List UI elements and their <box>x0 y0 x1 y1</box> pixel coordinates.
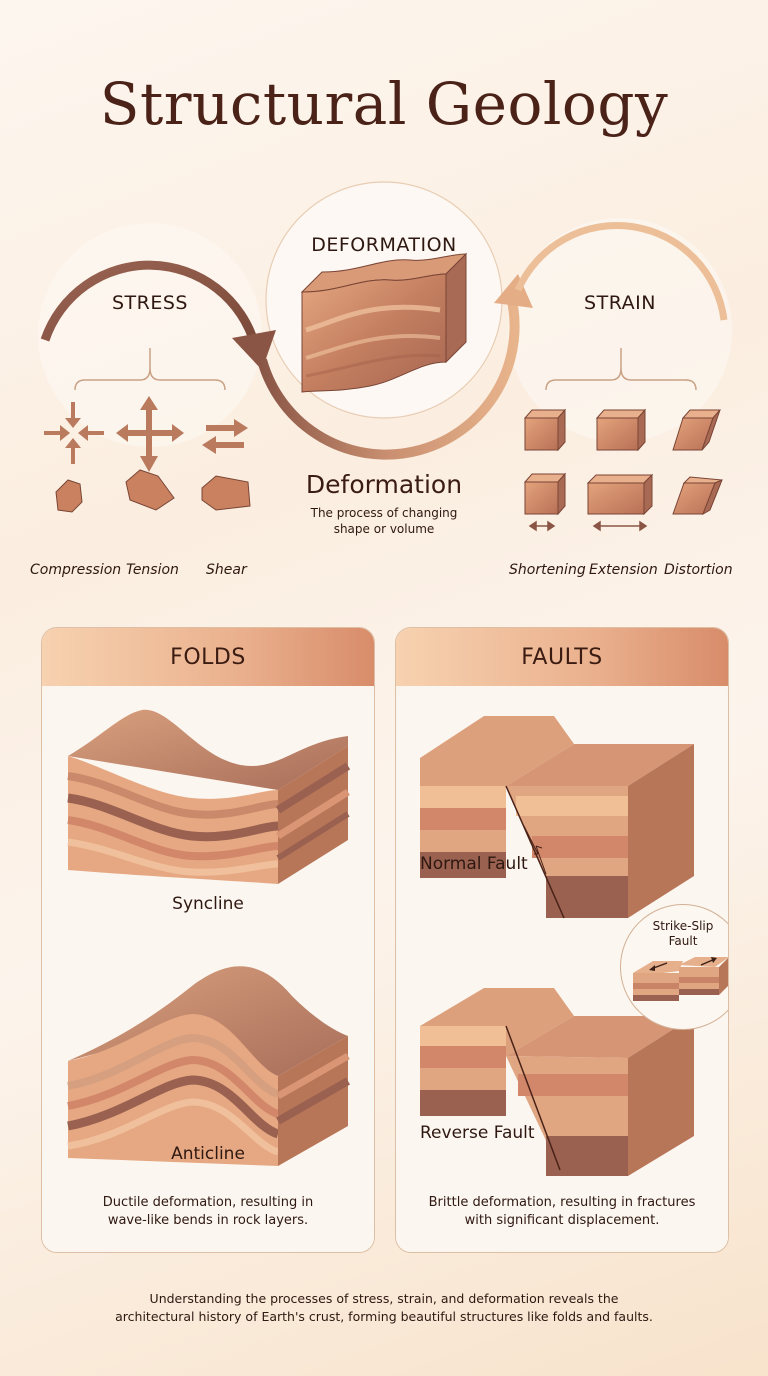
strain-blocks-icon <box>523 408 723 516</box>
folds-panel: FOLDS <box>41 627 375 1253</box>
reverse-fault-label: Reverse Fault <box>420 1123 535 1143</box>
strain-type-extension: Extension <box>589 562 658 578</box>
fault-diagrams <box>420 716 694 1176</box>
fold-diagrams <box>67 709 351 1166</box>
syncline-label: Syncline <box>172 894 244 914</box>
reverse-fault-diagram <box>420 988 694 1176</box>
strike-slip-diagram <box>633 957 728 1001</box>
deformation-heading: Deformation <box>305 470 463 499</box>
folds-description-2: wave-like bends in rock layers. <box>107 1213 309 1228</box>
normal-fault-label: Normal Fault <box>420 854 528 874</box>
deformation-cycle-diagram <box>38 181 732 532</box>
stress-type-compression: Compression <box>30 562 122 578</box>
strike-slip-label-2: Fault <box>668 934 698 948</box>
tension-arrows-icon <box>116 396 184 472</box>
faults-header: FAULTS <box>396 628 728 686</box>
deformation-description-2: shape or volume <box>333 522 435 536</box>
deformation-label: DEFORMATION <box>311 234 457 256</box>
strike-slip-label-1: Strike-Slip <box>652 919 714 933</box>
strain-type-shortening: Shortening <box>509 562 586 578</box>
footer-line-1: Understanding the processes of stress, s… <box>149 1291 619 1306</box>
folds-description-1: Ductile deformation, resulting in <box>102 1195 314 1210</box>
footer-line-2: architectural history of Earth's crust, … <box>115 1309 653 1324</box>
folds-header: FOLDS <box>42 628 374 686</box>
shear-arrows-icon <box>202 419 248 454</box>
stress-label: STRESS <box>112 292 188 314</box>
faults-description-2: with significant displacement. <box>464 1213 660 1228</box>
stress-type-tension: Tension <box>126 562 179 578</box>
anticline-label: Anticline <box>171 1144 245 1164</box>
syncline-diagram <box>67 709 351 884</box>
faults-description-1: Brittle deformation, resulting in fractu… <box>428 1195 696 1210</box>
deformation-description-1: The process of changing <box>310 506 458 520</box>
strike-slip-inset: Strike-Slip Fault <box>620 904 728 1030</box>
strain-label: STRAIN <box>584 292 656 314</box>
stress-type-shear: Shear <box>206 562 247 578</box>
anticline-diagram <box>67 966 350 1166</box>
strain-type-distortion: Distortion <box>664 562 733 578</box>
normal-fault-diagram <box>420 716 694 919</box>
compression-arrows-icon <box>44 402 104 464</box>
faults-panel: FAULTS <box>395 627 729 1253</box>
page-title: Structural Geology <box>99 70 669 138</box>
